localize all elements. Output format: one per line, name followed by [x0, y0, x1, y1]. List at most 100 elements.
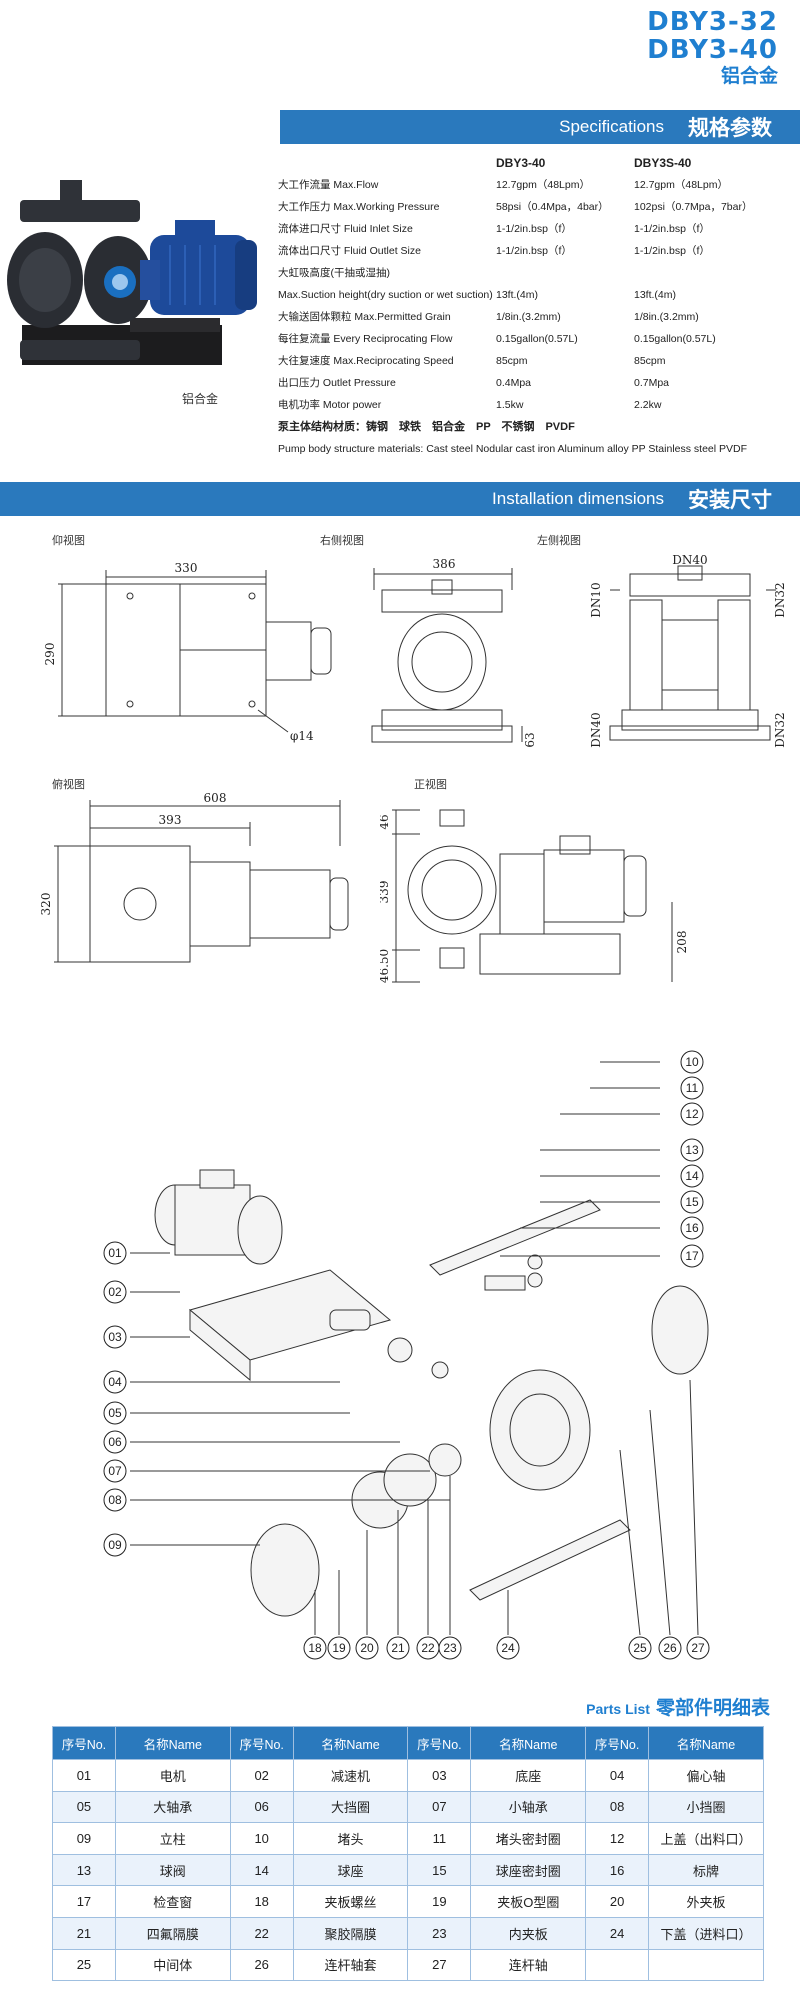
callout-18: 18: [308, 1641, 322, 1655]
callout-25: 25: [633, 1641, 647, 1655]
col-header: 名称Name: [648, 1726, 764, 1760]
spec-value: 1-1/2in.bsp（f）: [634, 223, 710, 235]
col-header: 序号No.: [407, 1726, 472, 1760]
model-name-1: DBY3-32: [647, 7, 778, 37]
spec-label: 大往复速度 Max.Reciprocating Speed: [278, 355, 454, 367]
table-cell: 26: [229, 1948, 294, 1982]
spec-value: 1/8in.(3.2mm): [496, 311, 561, 323]
spec-label: 流体出口尺寸 Fluid Outlet Size: [278, 245, 421, 257]
spec-bar-cn: 规格参数: [688, 117, 772, 140]
spec-label: 大输送固体颗粒 Max.Permitted Grain: [278, 311, 451, 323]
spec-value: 85cpm: [496, 355, 528, 367]
material-title: 铝合金: [720, 65, 778, 87]
parts-list-title-en: Parts List: [586, 1701, 650, 1717]
dim-dn10: DN10: [589, 582, 603, 617]
dim-dn40-bottom: DN40: [589, 712, 603, 747]
col-header: 名称Name: [292, 1726, 409, 1760]
callout-03: 03: [108, 1330, 122, 1344]
spec-label: 大工作压力 Max.Working Pressure: [278, 201, 440, 213]
spec-value: 12.7gpm（48Lpm）: [634, 179, 728, 191]
table-cell: 16: [585, 1853, 650, 1887]
col-header: 序号No.: [52, 1726, 116, 1760]
dim-46-50: 46.50: [380, 949, 391, 983]
table-cell: 下盖（进料口）: [648, 1916, 764, 1950]
table-cell: 09: [52, 1822, 116, 1855]
callout-27: 27: [691, 1641, 705, 1655]
callout-13: 13: [685, 1143, 699, 1157]
table-cell: 检查窗: [114, 1885, 231, 1918]
dim-46: 46: [380, 814, 391, 829]
callout-20: 20: [360, 1641, 374, 1655]
callout-04: 04: [108, 1375, 122, 1389]
dim-330: 330: [175, 561, 198, 575]
table-cell: 24: [585, 1916, 650, 1950]
callout-09: 09: [108, 1538, 122, 1552]
callout-15: 15: [685, 1195, 699, 1209]
exploded-view-diagram: 01 02 03 04 05 06 07 08 09 10 11 12 13 1…: [103, 1050, 710, 1660]
table-cell: 01: [52, 1759, 116, 1792]
spec-value: 1-1/2in.bsp（f）: [634, 245, 710, 257]
drawing-bottom-view: 330 290 φ14: [43, 561, 332, 743]
product-photo: [7, 180, 257, 365]
col-header: 名称Name: [470, 1726, 587, 1760]
table-cell: 27: [407, 1948, 472, 1982]
spec-value: 1-1/2in.bsp（f）: [496, 223, 572, 235]
table-cell: 02: [229, 1759, 294, 1792]
spec-value: 12.7gpm（48Lpm）: [496, 179, 590, 191]
spec-row: 大工作压力 Max.Working Pressure 58psi（0.4Mpa，4…: [278, 196, 778, 218]
dim-339: 339: [380, 881, 391, 904]
callout-16: 16: [685, 1221, 699, 1235]
spec-table-header: DBY3-40 DBY3S-40: [278, 152, 778, 174]
dim-386: 386: [433, 557, 456, 571]
spec-value: [496, 262, 634, 284]
table-cell: 04: [585, 1759, 650, 1792]
table-cell: 15: [407, 1853, 472, 1887]
parts-list-title: Parts List 零部件明细表: [586, 1693, 770, 1720]
table-cell: 小轴承: [470, 1790, 587, 1824]
table-cell: 外夹板: [648, 1885, 764, 1918]
spec-row: 大工作流量 Max.Flow 12.7gpm（48Lpm） 12.7gpm（48Lp…: [278, 174, 778, 196]
view-label-top: 俯视图: [52, 779, 85, 791]
callout-12: 12: [685, 1107, 699, 1121]
spec-value: 0.15gallon(0.57L): [634, 333, 716, 345]
table-cell: 12: [585, 1822, 650, 1855]
parts-list-title-cn: 零部件明细表: [655, 1698, 770, 1719]
spec-value: 85cpm: [634, 355, 666, 367]
table-cell: 17: [52, 1885, 116, 1918]
callout-05: 05: [108, 1406, 122, 1420]
spec-value: [634, 262, 774, 284]
dim-608: 608: [204, 791, 227, 805]
spec-col-1: DBY3-40: [496, 156, 546, 170]
callout-08: 08: [108, 1493, 122, 1507]
drawing-right-view: 386 63: [371, 557, 537, 748]
callout-21: 21: [391, 1641, 405, 1655]
callout-19: 19: [332, 1641, 346, 1655]
callout-10: 10: [685, 1055, 699, 1069]
callout-24: 24: [501, 1641, 515, 1655]
spec-col-2: DBY3S-40: [634, 156, 692, 170]
callout-11: 11: [686, 1081, 699, 1095]
table-cell: 大挡圈: [292, 1790, 409, 1824]
spec-row: Max.Suction height(dry suction or wet su…: [278, 284, 778, 306]
table-cell: [585, 1948, 650, 1982]
dim-208: 208: [675, 931, 689, 954]
model-name-2: DBY3-40: [647, 35, 778, 65]
spec-label: 大工作流量 Max.Flow: [278, 179, 379, 191]
spec-row: 大往复速度 Max.Reciprocating Speed 85cpm 85cpm: [278, 350, 778, 372]
table-cell: 08: [585, 1790, 650, 1824]
install-bar: Installation dimensions 安装尺寸: [0, 482, 800, 516]
spec-row: 流体出口尺寸 Fluid Outlet Size 1-1/2in.bsp（f） 1-…: [278, 240, 778, 262]
spec-row: 大输送固体颗粒 Max.Permitted Grain 1/8in.(3.2mm)…: [278, 306, 778, 328]
table-cell: 25: [52, 1948, 116, 1982]
dim-dn32-bottom: DN32: [773, 712, 787, 747]
dim-320: 320: [40, 893, 53, 916]
spec-value: 58psi（0.4Mpa，4bar）: [496, 201, 609, 213]
drawing-front-view: 46 339 46.50 208: [380, 809, 689, 983]
material-list-cn: 泵主体结构材质：铸钢 球铁 铝合金 PP 不锈钢 PVDF: [278, 421, 575, 433]
spec-value: 1-1/2in.bsp（f）: [496, 245, 572, 257]
table-cell: 堵头: [292, 1822, 409, 1855]
